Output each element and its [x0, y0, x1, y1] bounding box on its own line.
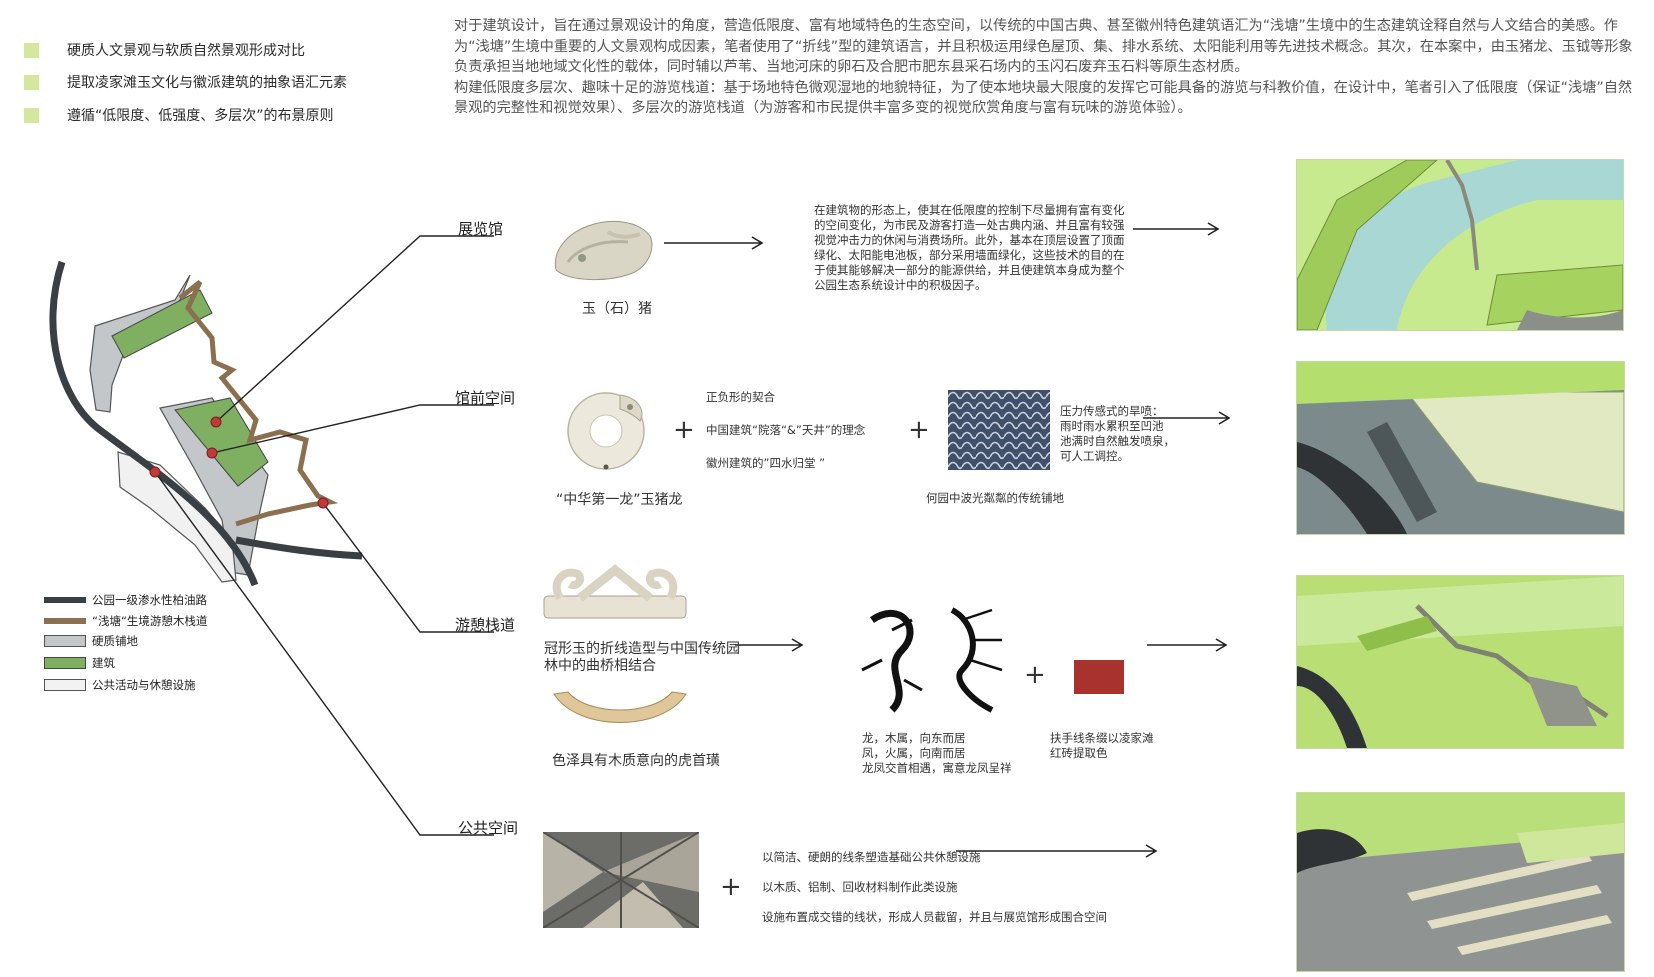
handrail-description: 扶手线条缀以凌家滩 红砖提取色: [1050, 731, 1154, 761]
bullet-square: [24, 74, 39, 90]
pavilion-desc-line: 公园生态系统设计中的积极因子。: [814, 278, 987, 292]
location-marker: [210, 416, 222, 428]
bullet-square: [24, 42, 39, 58]
pavilion-description: 在建筑物的形态上，使其在低限度的控制下尽量拥有富有变化 的空间变化，为市民及游客…: [814, 203, 1174, 293]
jade-dragon-image: [560, 381, 652, 477]
paving-caption: 何园中波光粼粼的传统铺地: [926, 491, 1064, 505]
jade-pig-caption: 玉（石）猪: [582, 301, 652, 317]
legend-swatch: [44, 618, 86, 624]
principle-1: 硬质人文景观与软质自然景观形成对比: [24, 40, 305, 60]
legend-swatch: [44, 635, 86, 647]
caption-line: 林中的曲桥相结合: [544, 658, 656, 674]
public-space-render-image: [1296, 792, 1625, 972]
public-item-1: 以简洁、硬朗的线条塑造基础公共休憩设施: [762, 850, 981, 864]
legend-item-boardwalk: “浅塘“生境游憩木栈道: [44, 613, 207, 629]
pavilion-desc-line: 于使其能够解决一部分的能源供给，并且使建筑本身成为整个: [814, 263, 1125, 277]
concept-2: 中国建筑“院落“&”天井”的理念: [706, 423, 866, 437]
leader-line: [322, 502, 494, 633]
dragon-line: 龙，木属，向东而居: [862, 731, 966, 745]
legend-swatch: [44, 657, 86, 669]
bullet-square: [24, 107, 39, 123]
plus-icon: +: [720, 872, 742, 902]
paving-pattern-image: [948, 390, 1050, 470]
legend-item-building: 建筑: [44, 655, 115, 671]
legend-swatch: [44, 597, 86, 603]
legend-swatch: [44, 679, 86, 691]
pavilion-desc-line: 的空间变化，为市民及游客打造一处古典内涵、并且富有较强: [814, 218, 1125, 232]
forecourt-render-image: [1296, 361, 1625, 535]
legend-label: 公园一级渗水性柏油路: [92, 593, 207, 607]
row-label-pavilion: 展览馆: [458, 220, 504, 238]
location-marker: [206, 447, 218, 459]
jade-pig-image: [548, 212, 656, 286]
principle-2: 提取凌家滩玉文化与徽派建筑的抽象语汇元素: [24, 72, 347, 92]
tiger-head-jade-image: [548, 686, 692, 736]
plus-icon: +: [1024, 660, 1046, 690]
fountain-description: 压力传感式的旱喷： 雨时雨水累积至凹池 池满时自然触发喷泉， 可人工调控。: [1060, 404, 1200, 464]
arrow-icon: [735, 638, 804, 652]
pavilion-desc-line: 在建筑物的形态上，使其在低限度的控制下尽量拥有富有变化: [814, 203, 1125, 217]
legend-label: 建筑: [92, 656, 115, 670]
arrow-icon: [1133, 222, 1220, 236]
legend-label: “浅塘“生境游憩木栈道: [92, 614, 208, 628]
fountain-line: 雨时雨水累积至凹池: [1060, 419, 1164, 433]
legend-item-paving: 硬质铺地: [44, 633, 138, 649]
intro-paragraph-1: 对于建筑设计，旨在通过景观设计的角度，营造低限度、富有地域特色的生态空间，以传统…: [454, 18, 1633, 75]
arrow-icon: [664, 236, 764, 250]
principle-text: 提取凌家滩玉文化与徽派建筑的抽象语汇元素: [67, 75, 347, 91]
row-label-public: 公共空间: [458, 819, 519, 837]
handrail-line: 扶手线条缀以凌家滩: [1050, 731, 1154, 745]
dragon-line: 凤，火属，向南而居: [862, 746, 966, 760]
red-brick-swatch: [1074, 660, 1124, 694]
legend-label: 公共活动与休憩设施: [92, 678, 196, 692]
arrow-icon: [1143, 411, 1231, 425]
legend-item-public: 公共活动与休憩设施: [44, 677, 196, 693]
tiger-head-caption: 色泽具有木质意向的虎首璜: [552, 753, 720, 769]
legend-label: 硬质铺地: [92, 634, 138, 648]
plus-icon: +: [673, 415, 695, 445]
leader-line: [215, 235, 494, 423]
fountain-line: 可人工调控。: [1060, 449, 1129, 463]
intro-paragraph-2: 构建低限度多层次、趣味十足的游览栈道：基于场地特色微观湿地的地貌特征，为了使本地…: [454, 79, 1633, 117]
concept-1: 正负形的契合: [706, 390, 775, 404]
location-marker: [149, 466, 161, 478]
plus-icon: +: [908, 415, 930, 445]
handrail-line: 红砖提取色: [1050, 746, 1108, 760]
building-area: [174, 397, 269, 487]
crown-jade-caption: 冠形玉的折线造型与中国传统园 林中的曲桥相结合: [544, 641, 740, 675]
intro-text: 对于建筑设计，旨在通过景观设计的角度，营造低限度、富有地域特色的生态空间，以传统…: [454, 16, 1644, 119]
public-activity-area: [117, 451, 237, 583]
arrow-icon: [956, 844, 1158, 858]
principle-text: 硬质人文景观与软质自然景观形成对比: [67, 43, 305, 59]
fountain-line: 压力传感式的旱喷：: [1060, 404, 1164, 418]
leader-line: [211, 404, 494, 454]
dragon-line: 龙凤交首相遇，寓意龙凤呈祥: [862, 761, 1012, 775]
arrow-icon: [1147, 638, 1228, 652]
crown-jade-image: [540, 556, 690, 628]
concept-3: 徽州建筑的”四水归堂 ”: [706, 456, 826, 470]
jade-dragon-caption: “中华第一龙”玉猪龙: [556, 492, 683, 508]
main-road: [49, 260, 259, 587]
pebble-paving-image: [543, 832, 699, 928]
pavilion-desc-line: 视觉冲击力的休闲与消费场所。此外，基本在顶层设置了顶面: [814, 233, 1125, 247]
location-marker: [317, 497, 329, 509]
dragon-phoenix-image: [852, 600, 1008, 716]
legend-item-road: 公园一级渗水性柏油路: [44, 592, 207, 608]
row-label-boardwalk: 游憩栈道: [455, 616, 516, 634]
dragon-phoenix-description: 龙，木属，向东而居 凤，火属，向南而居 龙凤交首相遇，寓意龙凤呈祥: [862, 731, 1012, 776]
pavilion-desc-line: 绿化、太阳能电池板，部分采用墙面绿化，这些技术的目的在: [814, 248, 1125, 262]
main-road: [235, 536, 363, 560]
principle-3: 遵循“低限度、低强度、多层次”的布景原则: [24, 105, 334, 125]
leader-line: [154, 471, 494, 836]
principle-text: 遵循“低限度、低强度、多层次”的布景原则: [67, 108, 334, 124]
caption-line: 冠形玉的折线造型与中国传统园: [544, 641, 740, 657]
fountain-line: 池满时自然触发喷泉，: [1060, 434, 1175, 448]
boardwalk-render-image: [1296, 575, 1624, 749]
pavilion-render-image: [1296, 159, 1624, 331]
row-label-forecourt: 馆前空间: [455, 389, 516, 407]
public-item-2: 以木质、铝制、回收材料制作此类设施: [762, 880, 958, 894]
public-item-3: 设施布置成交错的线状，形成人员截留，并且与展览馆形成围合空间: [762, 910, 1107, 924]
